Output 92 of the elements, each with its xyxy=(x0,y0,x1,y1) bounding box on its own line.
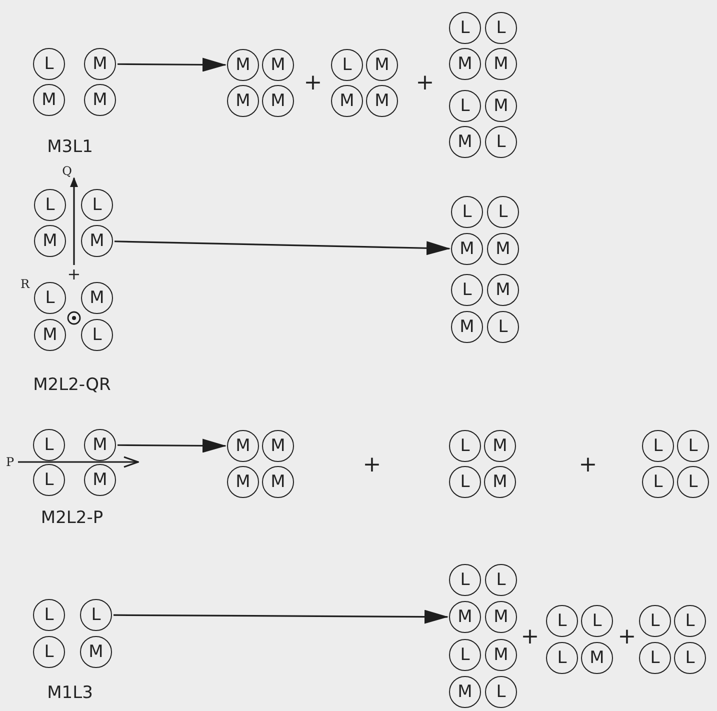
subunit-circle: M xyxy=(34,225,66,257)
subunit-circle: L xyxy=(487,311,519,343)
plus-sign: + xyxy=(416,70,434,96)
subunit-circle: M xyxy=(366,49,398,81)
subunit-circle: L xyxy=(81,189,113,221)
subunit-circle: M xyxy=(484,430,516,462)
subunit-circle: M xyxy=(227,85,259,117)
subunit-circle: L xyxy=(451,274,483,306)
arrow xyxy=(18,456,139,468)
subunit-circle: L xyxy=(33,636,65,668)
plus-sign: + xyxy=(578,452,598,478)
subunit-circle: M xyxy=(485,639,517,671)
subunit-circle: L xyxy=(485,676,517,708)
subunit-circle: M xyxy=(80,636,112,668)
subunit-circle: M xyxy=(484,466,516,498)
subunit-circle: M xyxy=(449,126,481,158)
subunit-circle: M xyxy=(34,319,66,351)
subunit-circle: L xyxy=(449,639,481,671)
subunit-circle: M xyxy=(227,49,259,81)
subunit-circle: L xyxy=(449,564,481,596)
subunit-circle: L xyxy=(485,564,517,596)
subunit-circle: L xyxy=(546,605,578,637)
plus-sign: + xyxy=(304,70,322,96)
subunit-circle: M xyxy=(451,233,483,265)
arrow xyxy=(114,240,450,256)
subunit-circle: L xyxy=(581,605,613,637)
subunit-circle: M xyxy=(84,464,116,496)
subunit-circle: L xyxy=(449,12,481,44)
subunit-circle: L xyxy=(485,12,517,44)
subunit-circle: M xyxy=(262,466,294,498)
subunit-circle: L xyxy=(81,319,113,351)
subunit-circle: L xyxy=(449,466,481,498)
subunit-circle: M xyxy=(262,85,294,117)
complex-name: M1L3 xyxy=(47,683,93,703)
subunit-circle: M xyxy=(262,49,294,81)
arrow xyxy=(118,438,226,453)
plus-sign: + xyxy=(618,624,636,650)
subunit-circle: L xyxy=(33,429,65,461)
subunit-circle: L xyxy=(642,466,674,498)
subunit-circle: M xyxy=(81,225,113,257)
subunit-circle: M xyxy=(81,282,113,314)
subunit-circle: L xyxy=(485,126,517,158)
subunit-circle: L xyxy=(449,90,481,122)
plus-sign: + xyxy=(362,452,382,478)
complex-name: M2L2-P xyxy=(40,508,104,528)
subunit-circle: L xyxy=(449,430,481,462)
arrow xyxy=(118,58,226,72)
plus-sign: + xyxy=(520,624,540,650)
subunit-circle: M xyxy=(487,233,519,265)
subunit-circle: L xyxy=(487,196,519,228)
arrow xyxy=(70,177,78,265)
subunit-circle: M xyxy=(451,311,483,343)
subunit-circle: L xyxy=(639,642,671,674)
subunit-circle: L xyxy=(677,466,709,498)
subunit-circle: M xyxy=(33,84,65,116)
subunit-circle: M xyxy=(262,430,294,462)
subunit-circle: L xyxy=(331,49,363,81)
plus-sign: + xyxy=(67,264,81,284)
axis-label: Q xyxy=(62,164,72,178)
complex-name: M3L1 xyxy=(47,137,93,157)
subunit-circle: L xyxy=(639,605,671,637)
subunit-circle: L xyxy=(33,464,65,496)
subunit-circle: M xyxy=(331,85,363,117)
subunit-circle: L xyxy=(677,430,709,462)
subunit-circle: L xyxy=(546,642,578,674)
subunit-circle: L xyxy=(34,282,66,314)
arrow xyxy=(114,610,448,624)
subunit-circle: L xyxy=(674,642,706,674)
subunit-circle: M xyxy=(449,676,481,708)
subunit-circle: L xyxy=(674,605,706,637)
subunit-circle: M xyxy=(485,601,517,633)
subunit-circle: M xyxy=(227,466,259,498)
subunit-circle: M xyxy=(366,85,398,117)
subunit-circle: L xyxy=(451,196,483,228)
subunit-circle: M xyxy=(581,642,613,674)
subunit-circle: L xyxy=(33,48,65,80)
subunit-circle: L xyxy=(33,599,65,631)
subunit-circle: L xyxy=(80,599,112,631)
axis-label: P xyxy=(6,455,14,469)
subunit-circle: M xyxy=(84,84,116,116)
subunit-circle: M xyxy=(487,274,519,306)
subunit-circle: M xyxy=(485,90,517,122)
subunit-circle: M xyxy=(485,48,517,80)
subunit-circle: M xyxy=(227,430,259,462)
subunit-circle: M xyxy=(84,429,116,461)
subunit-circle: M xyxy=(84,48,116,80)
subunit-circle: M xyxy=(449,48,481,80)
subunit-circle: M xyxy=(449,601,481,633)
subunit-circle: L xyxy=(34,189,66,221)
complex-name: M2L2-QR xyxy=(33,375,111,395)
axis-label: R xyxy=(20,277,30,291)
subunit-circle: L xyxy=(642,430,674,462)
